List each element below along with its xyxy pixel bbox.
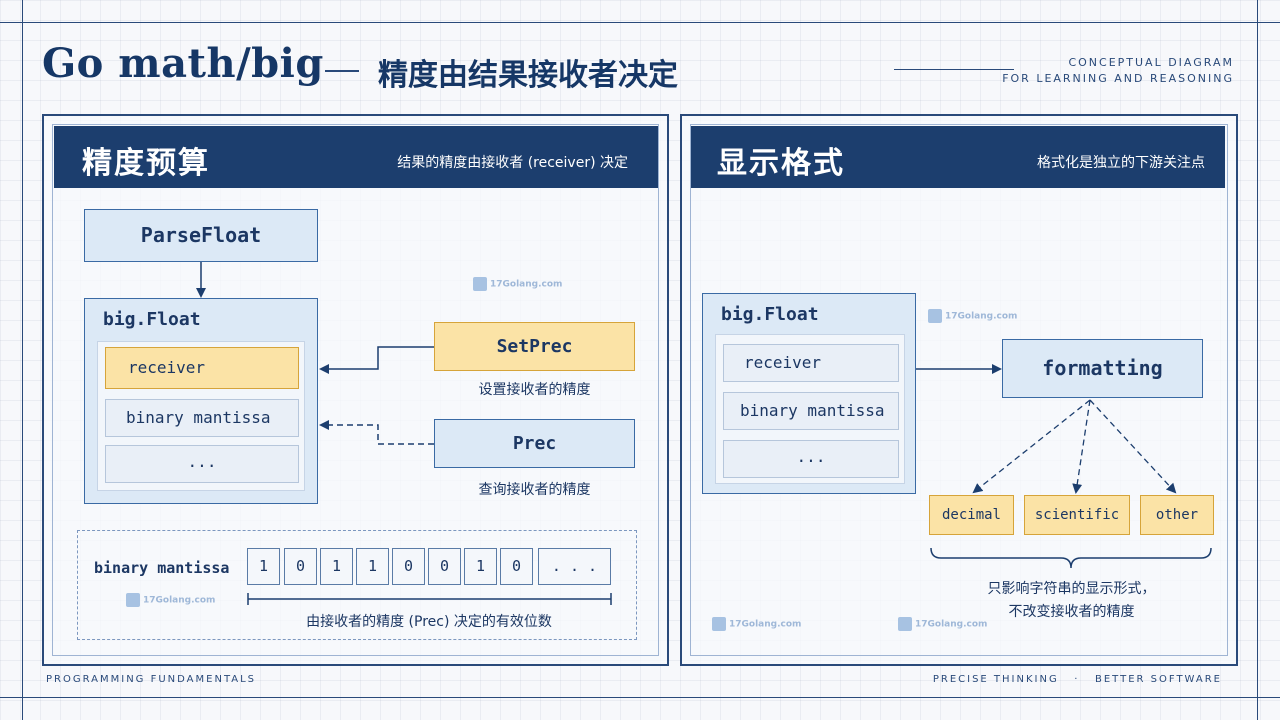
parsefloat-box: ParseFloat <box>84 209 318 262</box>
title-dash <box>325 70 359 72</box>
right-bigfloat-box: big.Float receiver binary mantissa ... <box>702 293 916 494</box>
frame-left <box>22 0 23 720</box>
watermark: 17Golang.com <box>928 309 1017 323</box>
watermark: 17Golang.com <box>473 277 562 291</box>
concept-tag-line2: FOR LEARNING AND REASONING <box>1002 72 1234 85</box>
mantissa-caption: 由接收者的精度 (Prec) 决定的有效位数 <box>306 614 552 630</box>
left-field-receiver: receiver <box>105 347 299 389</box>
format-other-label: other <box>1155 507 1199 523</box>
bit-cell: 0 <box>428 548 461 585</box>
setprec-caption: 设置接收者的精度 <box>478 382 591 398</box>
mantissa-dashed-box <box>77 530 637 640</box>
right-header-bar: 显示格式 格式化是独立的下游关注点 <box>691 126 1225 188</box>
bit-cell: 1 <box>356 548 389 585</box>
right-field-more-label: ... <box>796 447 826 466</box>
right-field-mantissa: binary mantissa <box>723 392 899 430</box>
format-decimal: decimal <box>929 495 1014 535</box>
left-header-bar: 精度预算 结果的精度由接收者 (receiver) 决定 <box>54 126 658 188</box>
watermark-logo-icon <box>928 309 942 323</box>
watermark-text: 17Golang.com <box>143 595 216 606</box>
watermark: 17Golang.com <box>712 617 801 631</box>
watermark-logo-icon <box>712 617 726 631</box>
watermark: 17Golang.com <box>126 593 215 607</box>
format-caption-line1: 只影响字符串的显示形式， <box>987 581 1156 597</box>
prec-label: Prec <box>512 433 557 454</box>
watermark-text: 17Golang.com <box>490 279 563 290</box>
left-field-mantissa: binary mantissa <box>105 399 299 437</box>
setprec-box: SetPrec <box>434 322 635 371</box>
left-field-receiver-label: receiver <box>128 358 206 377</box>
right-field-mantissa-label: binary mantissa <box>740 401 885 420</box>
frame-top <box>0 22 1280 23</box>
page-subtitle: 精度由结果接收者决定 <box>378 58 678 93</box>
watermark-logo-icon <box>473 277 487 291</box>
right-field-receiver-label: receiver <box>744 353 822 372</box>
format-scientific: scientific <box>1024 495 1130 535</box>
format-scientific-label: scientific <box>1034 507 1120 523</box>
left-field-more: ... <box>105 445 299 483</box>
watermark-text: 17Golang.com <box>945 311 1018 322</box>
left-panel-inner <box>52 124 659 656</box>
left-field-mantissa-label: binary mantissa <box>126 408 271 427</box>
left-panel-title: 精度预算 <box>82 146 210 181</box>
bit-cell: 0 <box>500 548 533 585</box>
left-panel-subtitle: 结果的精度由接收者 (receiver) 决定 <box>397 155 628 171</box>
bit-cell: 0 <box>392 548 425 585</box>
frame-right <box>1257 0 1258 720</box>
format-decimal-label: decimal <box>941 507 1001 523</box>
mantissa-row-label: binary mantissa <box>94 559 230 577</box>
bit-cell: 1 <box>247 548 280 585</box>
format-caption-line2: 不改变接收者的精度 <box>1008 604 1135 620</box>
frame-bottom <box>0 697 1280 698</box>
watermark: 17Golang.com <box>898 617 987 631</box>
prec-caption: 查询接收者的精度 <box>478 482 591 498</box>
concept-tag: CONCEPTUAL DIAGRAM FOR LEARNING AND REAS… <box>1002 55 1234 87</box>
prec-box: Prec <box>434 419 635 468</box>
format-other: other <box>1140 495 1214 535</box>
bit-cell: 1 <box>320 548 353 585</box>
left-bigfloat-label: big.Float <box>103 309 201 330</box>
watermark-logo-icon <box>898 617 912 631</box>
page-title: Go math/big <box>42 40 324 87</box>
watermark-text: 17Golang.com <box>915 619 988 630</box>
left-field-more-label: ... <box>187 452 217 471</box>
watermark-text: 17Golang.com <box>729 619 802 630</box>
watermark-logo-icon <box>126 593 140 607</box>
bit-cell: 0 <box>284 548 317 585</box>
footer-right: PRECISE THINKING · BETTER SOFTWARE <box>932 674 1222 685</box>
right-field-more: ... <box>723 440 899 478</box>
right-bigfloat-label: big.Float <box>721 304 819 325</box>
formatting-box: formatting <box>1002 339 1203 398</box>
header-rule <box>894 69 1014 70</box>
right-field-receiver: receiver <box>723 344 899 382</box>
right-panel-title: 显示格式 <box>717 146 845 181</box>
parsefloat-label: ParseFloat <box>140 223 262 247</box>
left-bigfloat-box: big.Float receiver binary mantissa ... <box>84 298 318 504</box>
footer-left: PROGRAMMING FUNDAMENTALS <box>46 674 257 685</box>
right-panel-inner <box>690 124 1228 656</box>
right-panel-subtitle: 格式化是独立的下游关注点 <box>1037 155 1205 171</box>
bit-cell-more: . . . <box>538 548 611 585</box>
concept-tag-line1: CONCEPTUAL DIAGRAM <box>1068 56 1234 69</box>
formatting-label: formatting <box>1042 356 1163 380</box>
bit-cell: 1 <box>464 548 497 585</box>
setprec-label: SetPrec <box>496 336 573 357</box>
